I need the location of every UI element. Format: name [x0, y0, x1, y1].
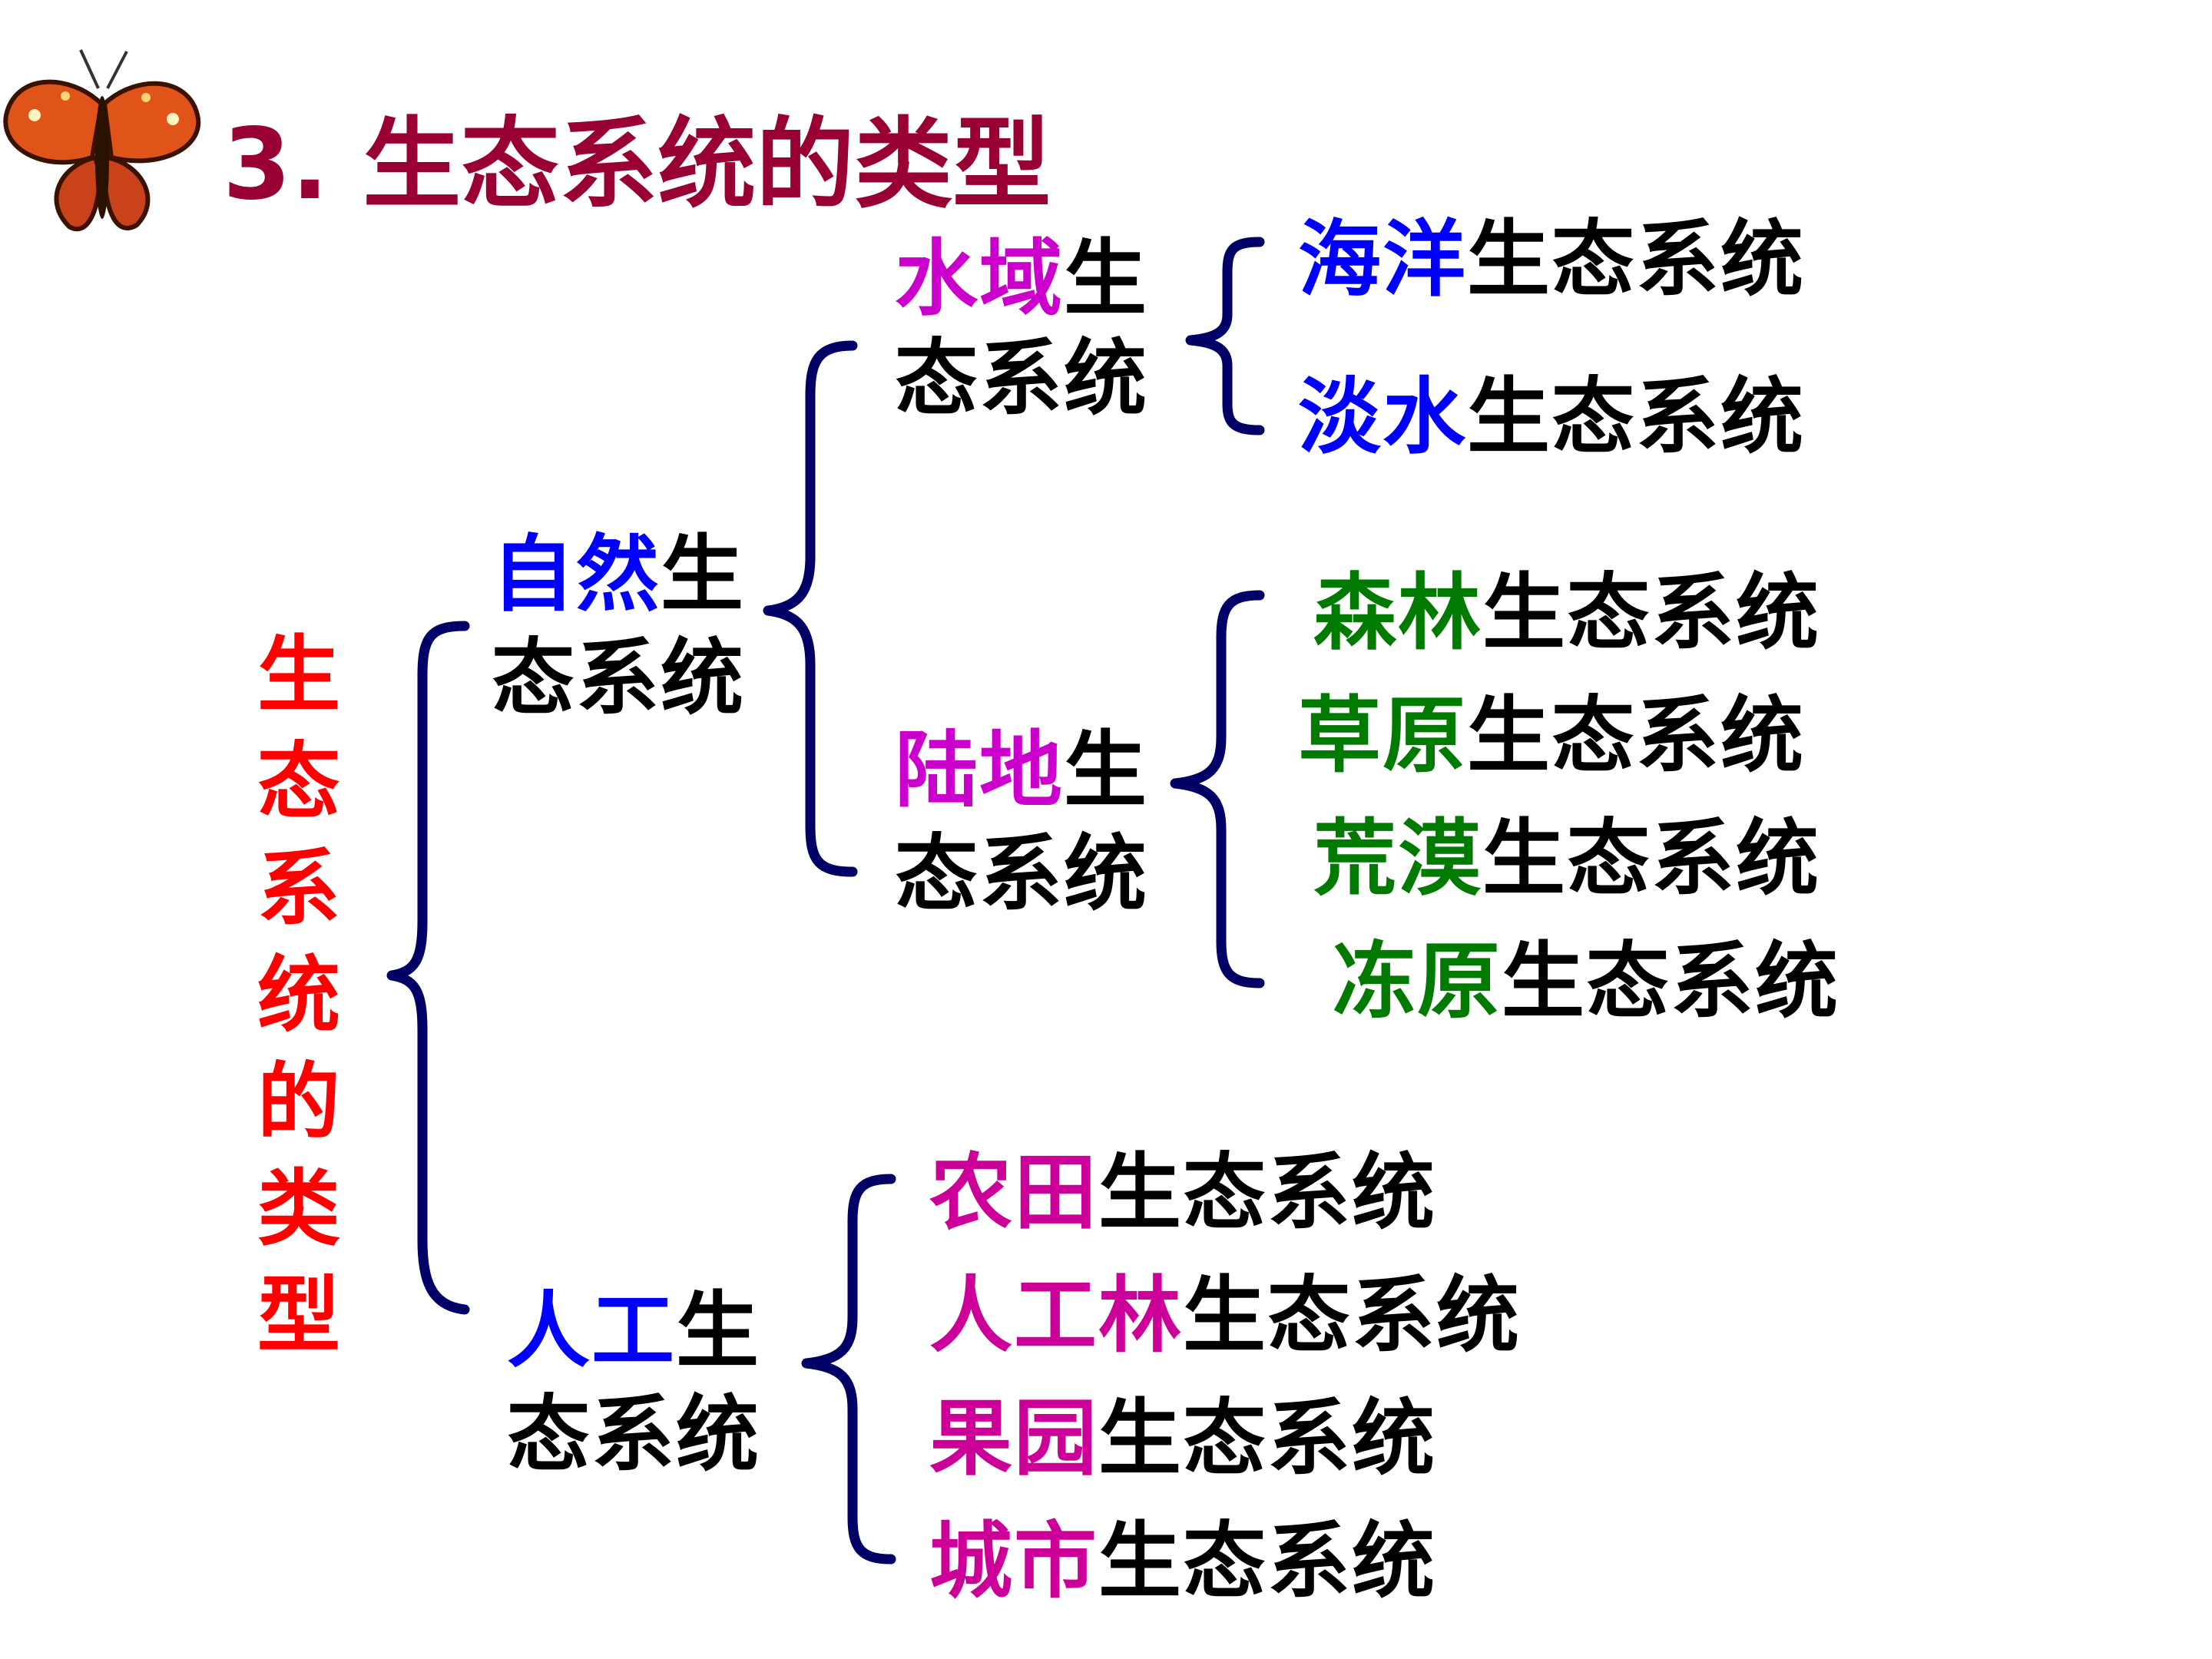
leaf-rest: 生态系统	[1467, 688, 1806, 784]
leaf-rest: 生态系统	[1467, 212, 1806, 308]
leaf-ocean: 海洋生态系统	[1298, 211, 1805, 310]
page-title: 3. 生态系统的类型	[223, 108, 1051, 222]
root-char: 态	[257, 734, 341, 830]
artificial-node-line1: 人工生	[507, 1283, 760, 1381]
leaf-rest: 生态系统	[1098, 1145, 1437, 1241]
leaf-rest: 生态系统	[1098, 1391, 1437, 1487]
leaf-highlight: 城市	[929, 1514, 1099, 1610]
leaf-desert: 荒漠生态系统	[1313, 810, 1820, 909]
leaf-rest: 生态系统	[1467, 369, 1806, 465]
artificial-highlight: 人工	[507, 1283, 677, 1379]
root-char: 系	[257, 841, 341, 937]
artificial-brace	[801, 1174, 896, 1565]
leaf-highlight: 人工林	[929, 1268, 1184, 1364]
terrestrial-highlight: 陆地	[895, 723, 1065, 819]
leaf-forest: 森林生态系统	[1313, 565, 1820, 663]
natural-node-line2: 态系统	[492, 631, 746, 727]
root-char: 生	[257, 628, 341, 724]
artificial-rest: 生	[676, 1283, 761, 1379]
aquatic-node-line1: 水域生	[895, 230, 1148, 329]
terrestrial-rest: 生	[1064, 723, 1149, 819]
aquatic-brace	[1185, 237, 1265, 435]
leaf-orchard: 果园生态系统	[929, 1390, 1436, 1488]
leaf-rest: 生态系统	[1183, 1268, 1522, 1364]
leaf-highlight: 荒漠	[1313, 811, 1483, 907]
leaf-plantation: 人工林生态系统	[929, 1267, 1521, 1366]
leaf-urban: 城市生态系统	[929, 1513, 1436, 1611]
leaf-highlight: 冻原	[1333, 934, 1502, 1030]
terrestrial-node-line1: 陆地生	[895, 722, 1148, 820]
leaf-rest: 生态系统	[1482, 565, 1821, 661]
natural-highlight: 自然	[492, 527, 661, 623]
leaf-tundra: 冻原生态系统	[1333, 933, 1839, 1031]
butterfly-icon	[3, 49, 201, 232]
leaf-rest: 生态系统	[1482, 811, 1821, 907]
leaf-farmland: 农田生态系统	[929, 1144, 1436, 1243]
aquatic-highlight: 水域	[895, 231, 1065, 327]
leaf-highlight: 草原	[1298, 688, 1468, 784]
terrestrial-brace	[1170, 590, 1265, 988]
aquatic-rest: 生	[1064, 231, 1149, 327]
root-char: 类	[257, 1161, 341, 1257]
leaf-rest: 生态系统	[1098, 1514, 1437, 1610]
root-label: 生态系统的类型	[257, 622, 349, 1369]
leaf-highlight: 森林	[1313, 565, 1483, 661]
leaf-highlight: 海洋	[1298, 212, 1468, 308]
natural-brace	[763, 340, 858, 877]
root-char: 的	[257, 1055, 341, 1151]
aquatic-node-line2: 态系统	[895, 331, 1149, 427]
artificial-node-line2: 态系统	[507, 1387, 761, 1483]
leaf-rest: 生态系统	[1502, 934, 1840, 1030]
leaf-grassland: 草原生态系统	[1298, 687, 1805, 786]
root-char: 型	[257, 1268, 341, 1364]
natural-rest: 生	[661, 527, 746, 623]
leaf-highlight: 果园	[929, 1391, 1099, 1487]
terrestrial-node-line2: 态系统	[895, 826, 1149, 922]
root-char: 统	[257, 948, 341, 1044]
leaf-highlight: 农田	[929, 1145, 1099, 1241]
leaf-freshwater: 淡水生态系统	[1298, 369, 1805, 467]
leaf-highlight: 淡水	[1298, 369, 1468, 465]
root-brace	[386, 621, 470, 1315]
natural-node-line1: 自然生	[492, 526, 745, 624]
